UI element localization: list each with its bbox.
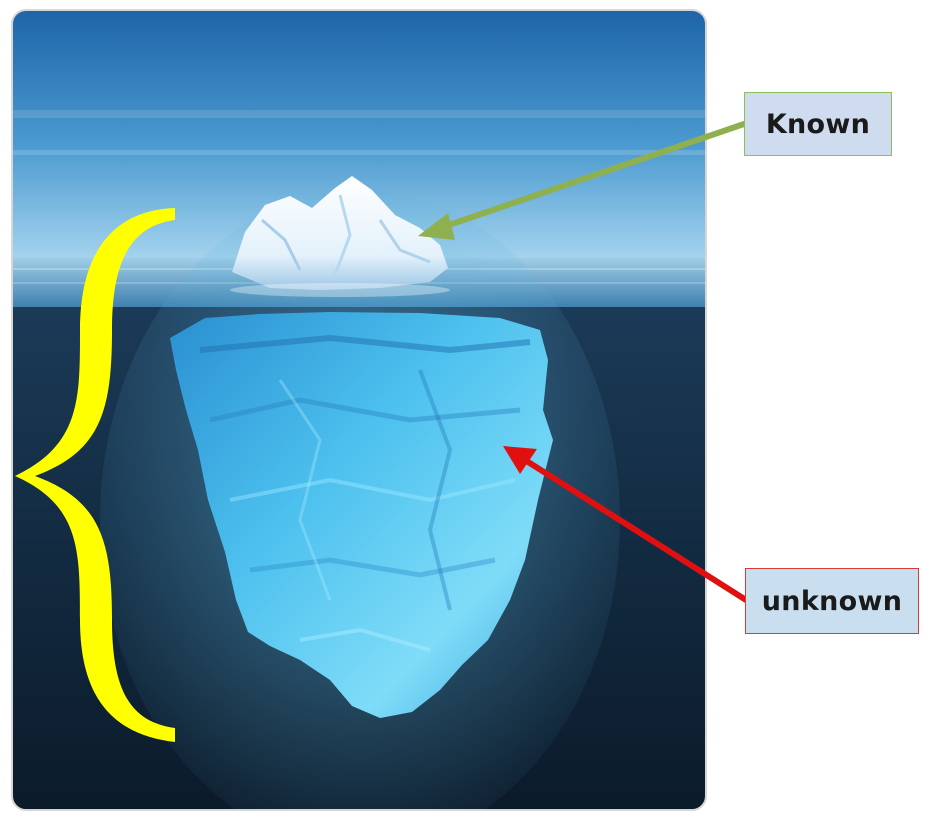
- unknown-label-text: unknown: [762, 586, 902, 617]
- known-label-text: Known: [766, 109, 870, 140]
- unknown-label: unknown: [745, 568, 919, 634]
- known-label: Known: [744, 92, 892, 156]
